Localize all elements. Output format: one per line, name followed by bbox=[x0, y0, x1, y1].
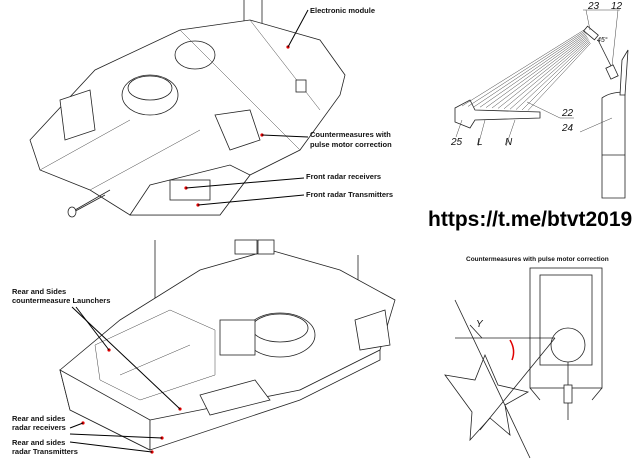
label-rear-transmitters-line2: radar Transmitters bbox=[12, 447, 78, 456]
beam-line bbox=[527, 43, 591, 111]
callout-N: N bbox=[505, 137, 513, 148]
label-rear-launchers-line1: Rear and Sides bbox=[12, 287, 66, 296]
beam-line bbox=[467, 30, 585, 107]
label-electronic-module: Electronic module bbox=[310, 6, 375, 15]
label-rear-receivers-line2: radar receivers bbox=[12, 423, 66, 432]
label-front-receivers: Front radar receivers bbox=[306, 172, 381, 181]
bottom-leader-lines bbox=[69, 306, 181, 453]
label-countermeasures-top-line1: Countermeasures with bbox=[310, 130, 391, 139]
beam-line bbox=[491, 35, 588, 109]
beam-line bbox=[497, 37, 588, 109]
label-countermeasures-right: Countermeasures with pulse motor correct… bbox=[466, 256, 609, 263]
callout-L: L bbox=[477, 137, 483, 148]
beam-line bbox=[485, 34, 587, 108]
beam-line bbox=[473, 32, 586, 108]
label-rear-launchers-line2: countermeasure Launchers bbox=[12, 296, 110, 305]
label-countermeasures-top-line2: pulse motor correction bbox=[310, 140, 392, 149]
callout-24: 24 bbox=[561, 123, 574, 134]
beam-line bbox=[515, 40, 590, 110]
callout-angle: 45° bbox=[597, 36, 608, 44]
label-front-transmitters: Front radar Transmitters bbox=[306, 190, 393, 199]
callout-25: 25 bbox=[450, 137, 463, 148]
top-turret-drawing bbox=[29, 0, 346, 218]
top-view-schematic bbox=[444, 267, 603, 459]
label-rear-receivers-line1: Rear and sides bbox=[12, 414, 65, 423]
beam-line bbox=[503, 38, 589, 109]
callout-22: 22 bbox=[561, 108, 574, 119]
beam-line bbox=[509, 39, 589, 110]
callout-12: 12 bbox=[611, 1, 623, 12]
beam-line bbox=[461, 29, 585, 107]
beam-line bbox=[479, 33, 586, 108]
bottom-turret-drawing bbox=[59, 239, 396, 454]
label-rear-transmitters-line1: Rear and sides bbox=[12, 438, 65, 447]
callout-Y: Y bbox=[476, 319, 484, 330]
beam-line bbox=[521, 41, 591, 111]
beam-schematic bbox=[454, 9, 629, 199]
top-leader-lines bbox=[185, 9, 309, 206]
telegram-link[interactable]: https://t.me/btvt2019 bbox=[428, 208, 632, 231]
callout-23: 23 bbox=[587, 1, 600, 12]
